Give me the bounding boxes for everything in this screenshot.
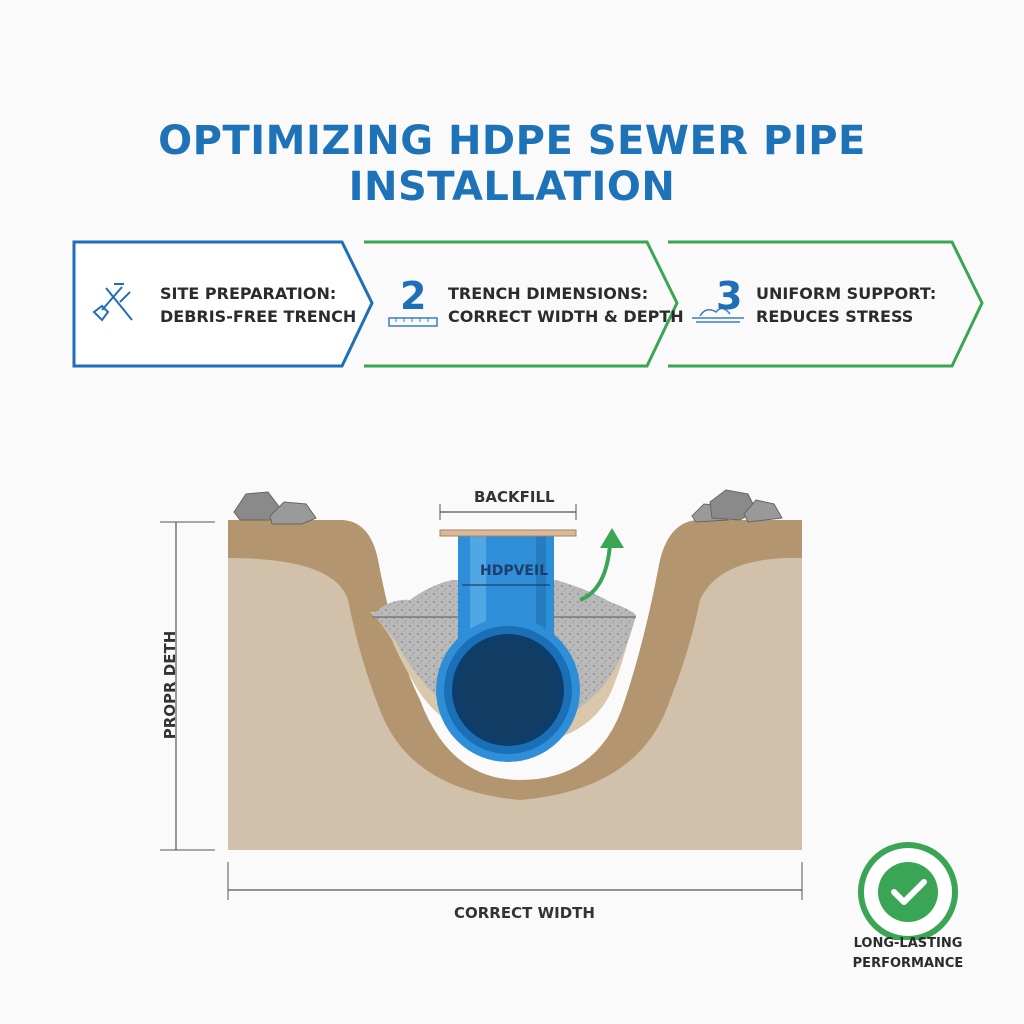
- rocks-left: [233, 491, 317, 525]
- rocks-right: [691, 489, 783, 523]
- badge-seal: [858, 842, 958, 940]
- step-3-text: UNIFORM SUPPORT: REDUCES STRESS: [756, 282, 936, 328]
- step-1-chevron: [72, 240, 374, 368]
- step-2-number: 2: [400, 274, 427, 318]
- step-2-line2: CORRECT WIDTH & DEPTH: [448, 307, 684, 326]
- ruler-icon: [388, 317, 438, 327]
- check-icon: [891, 879, 927, 905]
- step-1-line2: DEBRIS-FREE TRENCH: [160, 307, 357, 326]
- backfill-plate: [439, 529, 577, 537]
- step-1-text: SITE PREPARATION: DEBRIS-FREE TRENCH: [160, 282, 356, 328]
- soil-edge-left: [228, 520, 802, 800]
- step-3-number: 3: [716, 274, 743, 318]
- badge-text: LONG-LASTING PERFORMANCE: [838, 934, 978, 974]
- badge-line2: PERFORMANCE: [852, 956, 964, 971]
- step-3-line1: UNIFORM SUPPORT:: [756, 284, 937, 303]
- step-3-line2: REDUCES STRESS: [756, 307, 914, 326]
- step-2-text: TRENCH DIMENSIONS: CORRECT WIDTH & DEPTH: [448, 282, 684, 328]
- performance-badge: [858, 842, 958, 940]
- rise-arrow: [579, 544, 612, 602]
- steps-banner: SITE PREPARATION: DEBRIS-FREE TRENCH 2 T…: [72, 240, 992, 370]
- pipe-label: HDPVEIL: [480, 563, 549, 579]
- width-label: CORRECT WIDTH: [454, 904, 595, 922]
- trench-diagram: [160, 489, 803, 900]
- step-3-chevron: [668, 240, 984, 368]
- depth-label: PROPR DETH: [161, 630, 179, 740]
- badge-line1: LONG-LASTING: [853, 936, 963, 951]
- step-1-line1: SITE PREPARATION:: [160, 284, 337, 303]
- step-2-chevron: [364, 240, 679, 368]
- backfill-label: BACKFILL: [474, 488, 555, 506]
- page-title: OPTIMIZING HDPE SEWER PIPE INSTALLATION: [158, 118, 866, 210]
- shovel-icon: [92, 283, 133, 322]
- steps-shapes: [72, 240, 984, 368]
- step-2-line1: TRENCH DIMENSIONS:: [448, 284, 649, 303]
- bedding-icon: [692, 307, 744, 323]
